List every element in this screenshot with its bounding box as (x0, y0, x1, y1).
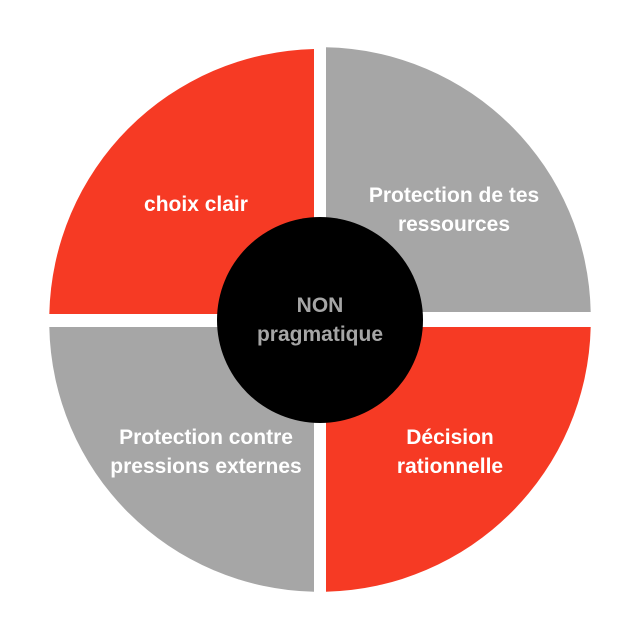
quadrant-top-right-label-line2: ressources (398, 213, 510, 236)
quadrant-bottom-left-label-line2: pressions externes (110, 455, 301, 478)
quadrant-top-right: Protection de tes ressources (326, 47, 591, 313)
quadrant-bottom-right-label-line2: rationnelle (397, 455, 503, 478)
center-label-line2: pragmatique (257, 323, 383, 346)
quadrant-top-left-label: choix clair (144, 193, 248, 216)
center-label-line1: NON (297, 294, 344, 317)
quadrant-top-right-label-line1: Protection de tes (369, 184, 539, 207)
quadrant-bottom-right-label-line1: Décision (406, 426, 494, 449)
quadrant-top-right-shape (326, 47, 591, 313)
center-circle (217, 217, 423, 423)
center-hub: NON pragmatique (217, 217, 423, 423)
quadrant-bottom-left-label-line1: Protection contre (119, 426, 293, 449)
